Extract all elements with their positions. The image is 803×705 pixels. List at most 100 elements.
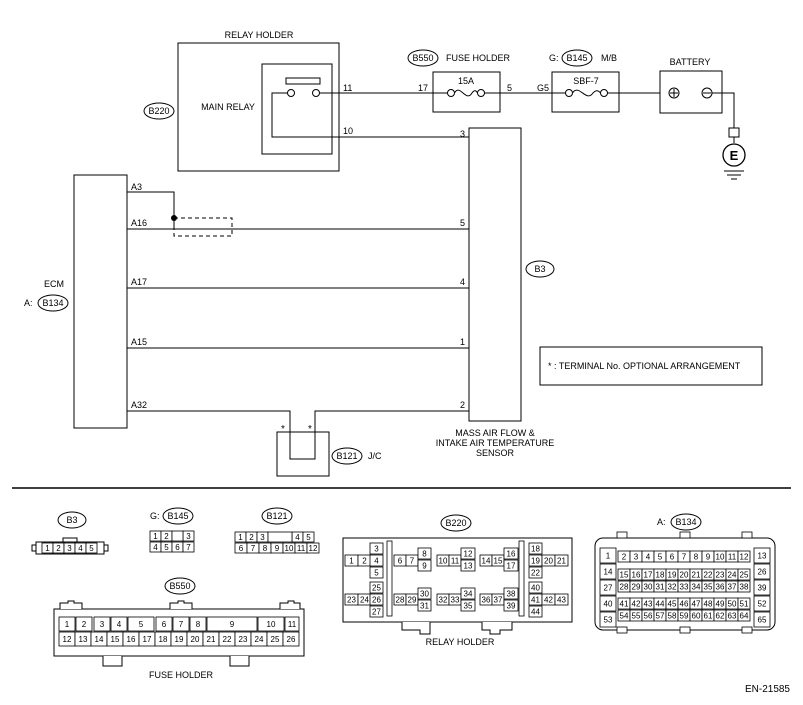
b134-tab-2 <box>741 531 753 539</box>
b220-pin-17-cell <box>503 559 519 572</box>
b220-pin-39-cell <box>503 599 519 612</box>
b121-pin-empty-cell <box>267 531 293 543</box>
b134-label: B134 <box>42 298 63 308</box>
b550-pin-8-cell <box>189 616 207 632</box>
relay-terminal-11: 11 <box>343 83 352 93</box>
relay-holder-bottom-label: RELAY HOLDER <box>426 637 495 647</box>
b220-pin-20: 20 <box>544 557 553 566</box>
b220-pin-1: 1 <box>349 557 354 566</box>
b220-pin-37: 37 <box>494 596 503 605</box>
b220-pin-32: 32 <box>439 596 448 605</box>
connector-b550-latch-left <box>59 600 83 609</box>
b550-pin-11: 11 <box>288 620 297 629</box>
b134-pin-3: 3 <box>634 553 639 562</box>
b134-pin-35: 35 <box>704 583 713 592</box>
ecm-terminal-a3: A3 <box>131 182 142 192</box>
b134-pin-1: 1 <box>606 552 611 561</box>
b220-pin-33: 33 <box>451 596 460 605</box>
b134-pin-64-cell <box>737 609 751 622</box>
b134-pin-19: 19 <box>668 571 677 580</box>
connector-b121-badge <box>261 507 293 525</box>
b220-pin-28: 28 <box>396 596 405 605</box>
battery-positive-terminal <box>668 87 680 99</box>
b220-pin-3-cell <box>369 542 384 555</box>
b550-pin-25: 25 <box>271 635 280 644</box>
b121-pin-3: 3 <box>260 533 265 542</box>
b550-pin-14: 14 <box>95 635 104 644</box>
b134-pin-53-cell <box>599 611 617 628</box>
b220-pin-3: 3 <box>374 545 379 554</box>
ground: E <box>722 127 746 180</box>
b134-pin-14: 14 <box>604 568 613 577</box>
b550-pin-13: 13 <box>79 635 88 644</box>
b220-pin-8-cell <box>417 547 432 560</box>
b134-tab-1 <box>679 531 691 539</box>
note-box <box>539 346 763 386</box>
b134-pin-36: 36 <box>716 583 725 592</box>
b220-pin-29-cell <box>405 593 419 606</box>
b134-pin-51: 51 <box>740 600 749 609</box>
b3-pin-5: 5 <box>89 544 94 553</box>
connector-b3-label: B3 <box>66 515 77 525</box>
b121-pin-4: 4 <box>295 533 300 542</box>
relay-terminal-10: 10 <box>343 126 353 136</box>
b220-pin-22-cell <box>528 566 543 579</box>
main-relay-label: MAIN RELAY <box>201 102 255 112</box>
b134-pin-25: 25 <box>740 571 749 580</box>
b550-pin-2-cell <box>75 616 93 632</box>
jc-box <box>276 431 330 477</box>
ground-connector <box>728 127 740 138</box>
main-fuse-box: G: B145 M/B SBF-7 G5 <box>537 49 620 113</box>
b134-pin-30: 30 <box>644 583 653 592</box>
b550-pin-18: 18 <box>159 635 168 644</box>
b134-pin-42: 42 <box>632 600 641 609</box>
connector-b134-label: B134 <box>675 517 696 527</box>
b3-pin-2: 2 <box>56 544 61 553</box>
mb-terminal-g5: G5 <box>537 83 549 93</box>
b3-connector-badge <box>525 260 555 278</box>
b134-pin-23: 23 <box>716 571 725 580</box>
b550-pin-26: 26 <box>287 635 296 644</box>
b3-pin-3: 3 <box>67 544 72 553</box>
b220-pin-44: 44 <box>531 608 540 617</box>
jc-star-left: * <box>281 424 285 435</box>
sensor-label-line3: SENSOR <box>476 448 515 458</box>
connector-b145-label: B145 <box>167 511 188 521</box>
b220-pin-27: 27 <box>372 608 381 617</box>
mb-label: M/B <box>601 53 617 63</box>
sensor-terminal-5: 5 <box>460 218 465 228</box>
b550-pin-10: 10 <box>267 620 276 629</box>
b220-pin-10: 10 <box>439 557 448 566</box>
b550-pin-5: 5 <box>139 620 144 629</box>
sbf7-label: SBF-7 <box>573 76 599 86</box>
jc-star-right: * <box>308 424 312 435</box>
b121-pin-12-cell <box>306 542 320 554</box>
b145-pin-7: 7 <box>186 543 191 552</box>
b550-pin-5-cell <box>127 616 155 632</box>
maf-sensor-box <box>468 127 522 422</box>
b550-label: B550 <box>412 53 433 63</box>
b220-pin-9: 9 <box>422 562 427 571</box>
b220-pin-43: 43 <box>557 596 566 605</box>
ground-circle <box>722 143 746 167</box>
connector-b220-clip-right <box>481 622 513 635</box>
b220-pin-18-cell <box>528 542 543 555</box>
b550-pin-9: 9 <box>230 620 235 629</box>
b550-pin-24: 24 <box>255 635 264 644</box>
b134-pin-15: 15 <box>620 571 629 580</box>
b550-pin-6: 6 <box>162 620 167 629</box>
b134-pin-41: 41 <box>620 600 629 609</box>
b134-pin-7: 7 <box>682 553 687 562</box>
connector-b220-label: B220 <box>445 518 466 528</box>
b220-pin-34: 34 <box>464 590 473 599</box>
b550-pin-19: 19 <box>175 635 184 644</box>
b121-pin-1: 1 <box>238 533 243 542</box>
connector-b3-badge <box>57 511 87 529</box>
